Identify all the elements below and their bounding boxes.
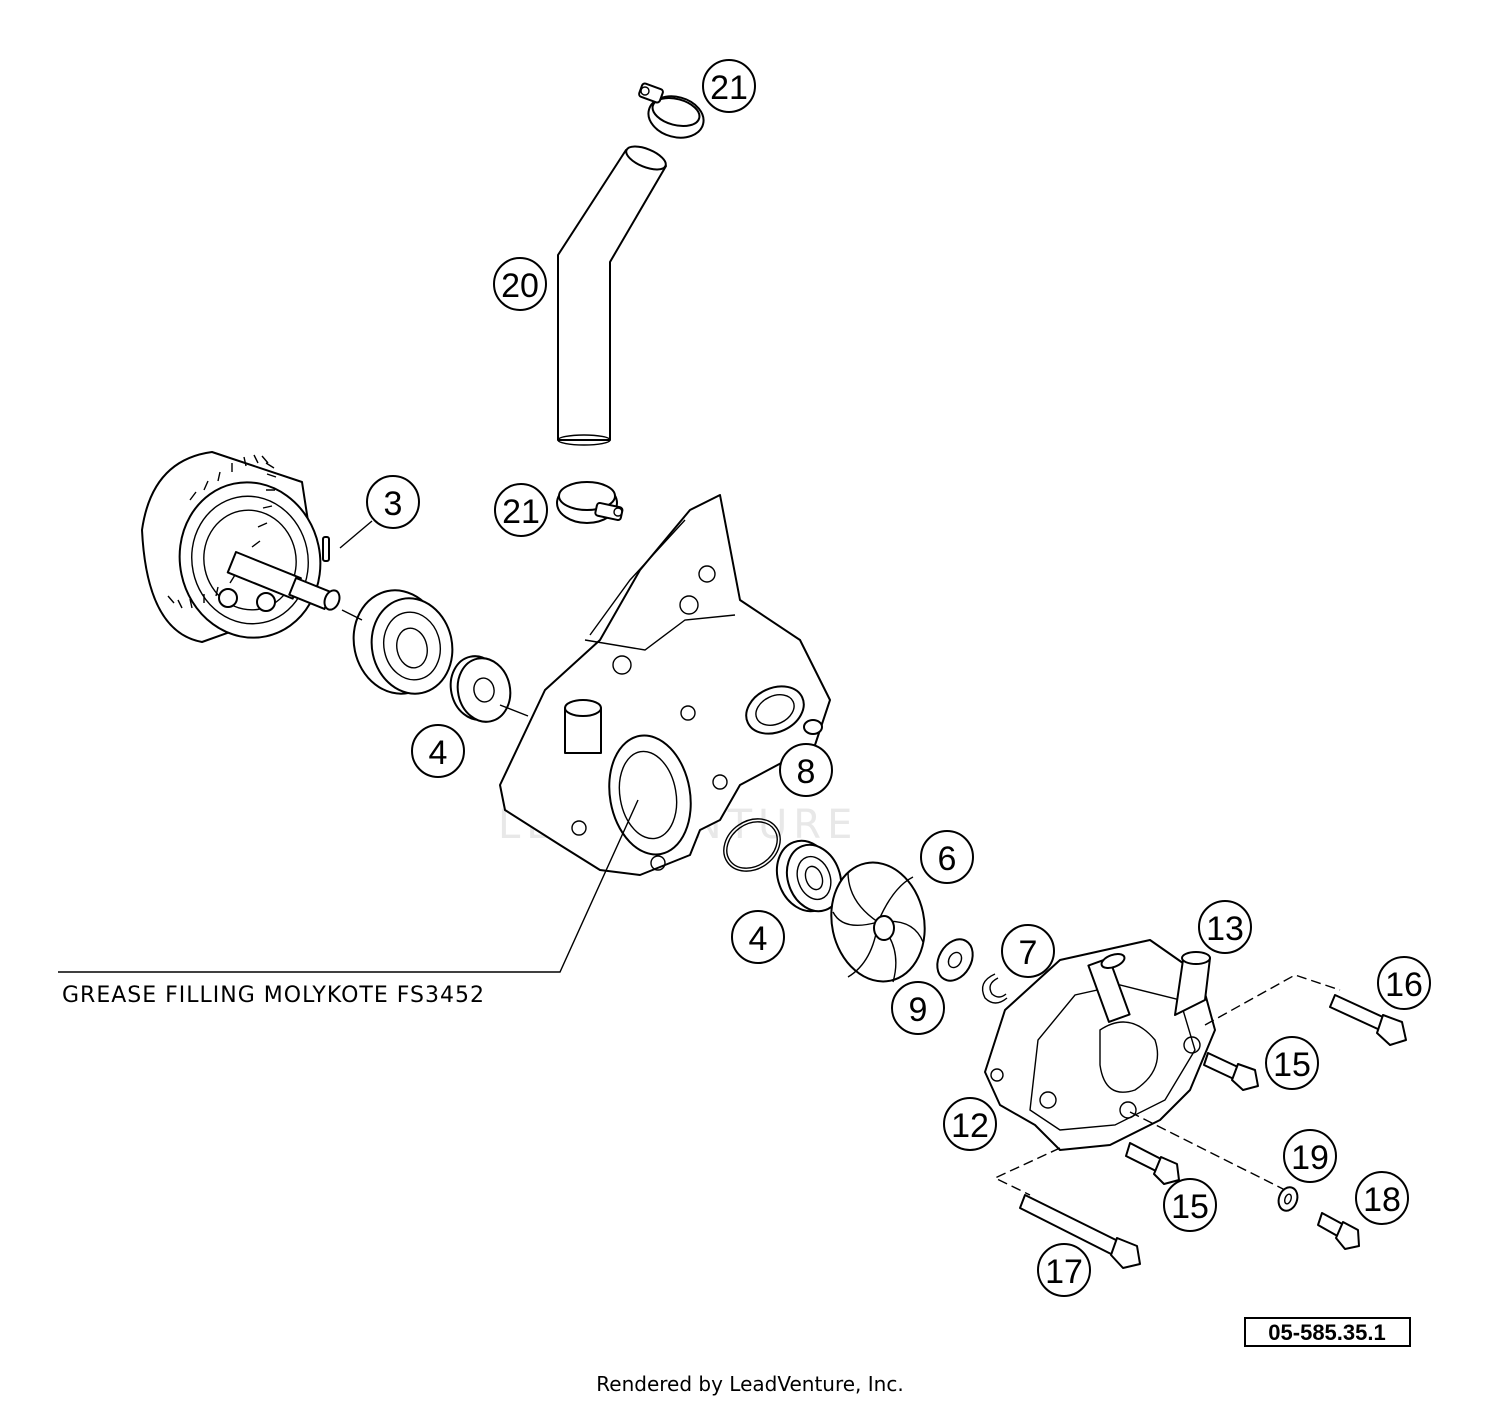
- callout-label: 20: [501, 267, 539, 305]
- callout-15-lower: 15: [1163, 1178, 1217, 1232]
- callout-label: 21: [502, 493, 540, 531]
- bolt-18: [1317, 1212, 1360, 1250]
- snap-ring: [981, 973, 1008, 1004]
- callout-label: 9: [909, 991, 928, 1029]
- callout-label: 15: [1171, 1188, 1209, 1226]
- hose-clamp-bottom: [556, 481, 624, 524]
- circlip-ring: [723, 818, 781, 872]
- callout-9: 9: [891, 981, 945, 1035]
- ball-bearing-right: [775, 839, 843, 913]
- grease-note: GREASE FILLING MOLYKOTE FS3452: [62, 983, 485, 1008]
- callout-17: 17: [1037, 1243, 1091, 1297]
- callout-label: 7: [1019, 934, 1038, 972]
- callout-label: 3: [384, 485, 403, 523]
- callout-label: 4: [429, 734, 448, 772]
- callout-6: 6: [920, 830, 974, 884]
- callout-label: 8: [797, 753, 816, 791]
- reference-code: 05-585.35.1: [1268, 1320, 1385, 1345]
- callout-18: 18: [1355, 1171, 1409, 1225]
- callout-21-bottom: 21: [494, 483, 548, 537]
- grease-note-leader: [58, 799, 639, 973]
- crankcase-housing: [499, 494, 831, 876]
- shaft-seal-left: [449, 655, 529, 723]
- callout-4-right: 4: [731, 910, 785, 964]
- callout-label: 6: [938, 840, 957, 878]
- pin: [322, 520, 373, 562]
- callout-label: 18: [1363, 1181, 1401, 1219]
- bolt-15-lower: [1125, 1142, 1180, 1185]
- ball-bearing-left: [341, 589, 454, 695]
- callout-label: 12: [951, 1107, 989, 1145]
- reference-code-box: 05-585.35.1: [1244, 1317, 1411, 1347]
- impeller: [830, 861, 926, 983]
- coolant-hose: [557, 145, 667, 446]
- callout-label: 16: [1385, 966, 1423, 1004]
- water-pump-gear-assembly: [141, 451, 341, 643]
- footer-credit: Rendered by LeadVenture, Inc.: [596, 1372, 904, 1396]
- callout-label: 19: [1291, 1139, 1329, 1177]
- washer-19: [1277, 1186, 1299, 1212]
- callout-15-upper: 15: [1265, 1036, 1319, 1090]
- callout-8: 8: [779, 743, 833, 797]
- callout-label: 21: [710, 69, 748, 107]
- callout-13: 13: [1198, 900, 1252, 954]
- callout-16: 16: [1377, 956, 1431, 1010]
- callout-21-top: 21: [702, 59, 756, 113]
- callout-19: 19: [1283, 1129, 1337, 1183]
- callout-label: 13: [1206, 910, 1244, 948]
- washer: [936, 938, 974, 982]
- bolt-17: [1019, 1194, 1141, 1269]
- callout-4-left: 4: [411, 724, 465, 778]
- callout-12: 12: [943, 1097, 997, 1151]
- bolt-16: [1329, 994, 1407, 1046]
- water-pump-cover: [984, 939, 1216, 1151]
- bolt-15-upper: [1203, 1052, 1259, 1091]
- hose-clamp-top: [638, 82, 705, 139]
- callout-7: 7: [1001, 924, 1055, 978]
- callout-label: 15: [1273, 1046, 1311, 1084]
- callout-20: 20: [493, 257, 547, 311]
- callout-label: 4: [749, 920, 768, 958]
- callout-label: 17: [1045, 1253, 1083, 1291]
- callout-3: 3: [366, 475, 420, 529]
